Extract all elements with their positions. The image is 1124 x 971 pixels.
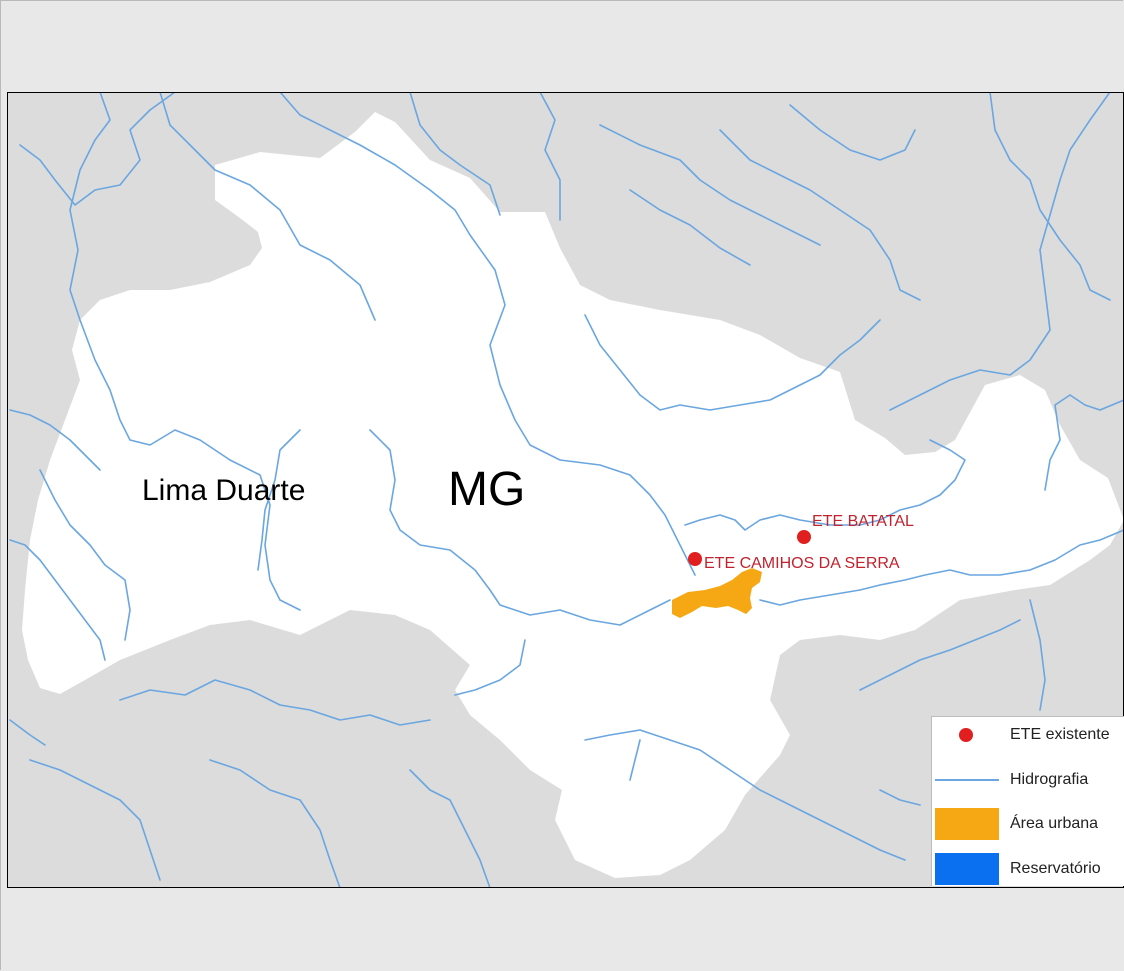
river-line [9,409,101,471]
river-line [9,719,46,746]
river-line-icon [935,779,999,781]
river-line [1029,599,1046,711]
ete-caminhos-marker[interactable] [688,552,702,566]
river-line [409,92,501,216]
river-line [209,759,341,888]
river-line [584,729,906,861]
river-line [719,129,921,301]
river-line [629,189,751,266]
urban-area-swatch-icon [935,808,999,840]
legend-item-ete: ETE existente [932,717,1124,753]
river-line [629,739,641,781]
ete-caminhos-label: ETE CAMIHOS DA SERRA [704,555,900,572]
map-legend: ETE existente Hidrografia Área urbana Re… [931,716,1124,886]
river-line [369,429,671,626]
river-line [599,124,821,246]
river-line [759,529,1124,606]
river-line [279,92,696,576]
ete-batatal-label: ETE BATATAL [812,513,914,530]
state-label: MG [448,463,525,516]
river-line [69,92,301,611]
legend-label: Reservatório [1010,860,1101,877]
ete-dot-icon [959,728,973,742]
river-line [584,314,881,411]
map-canvas[interactable]: Lima Duarte MG ETE BATATAL ETE CAMIHOS D… [7,92,1124,888]
river-line [684,439,966,531]
river-line [19,92,176,206]
river-line [454,639,526,696]
hydrography [9,92,1124,888]
river-line [159,92,376,321]
river-line [29,759,161,881]
river-line [257,429,301,571]
river-line [9,539,106,661]
river-line [39,469,131,641]
legend-label: Hidrografia [1010,771,1089,788]
municipality-label: Lima Duarte [142,474,305,507]
legend-item-reservoir: Reservatório [932,851,1124,887]
legend-label: ETE existente [1010,726,1110,743]
urban-area [672,568,762,618]
river-line [119,679,431,726]
basin-area [22,112,1124,878]
river-line [989,92,1111,301]
legend-item-urban: Área urbana [932,806,1124,842]
reservoir-swatch-icon [935,853,999,885]
river-line [1044,394,1124,491]
river-line [889,92,1111,411]
river-line [859,619,1021,691]
ete-batatal-marker[interactable] [797,530,811,544]
river-line [409,769,491,888]
river-line [539,92,561,221]
legend-label: Área urbana [1010,815,1099,832]
river-line [879,789,921,806]
river-line [789,104,916,161]
legend-item-hydrography: Hidrografia [932,762,1124,798]
